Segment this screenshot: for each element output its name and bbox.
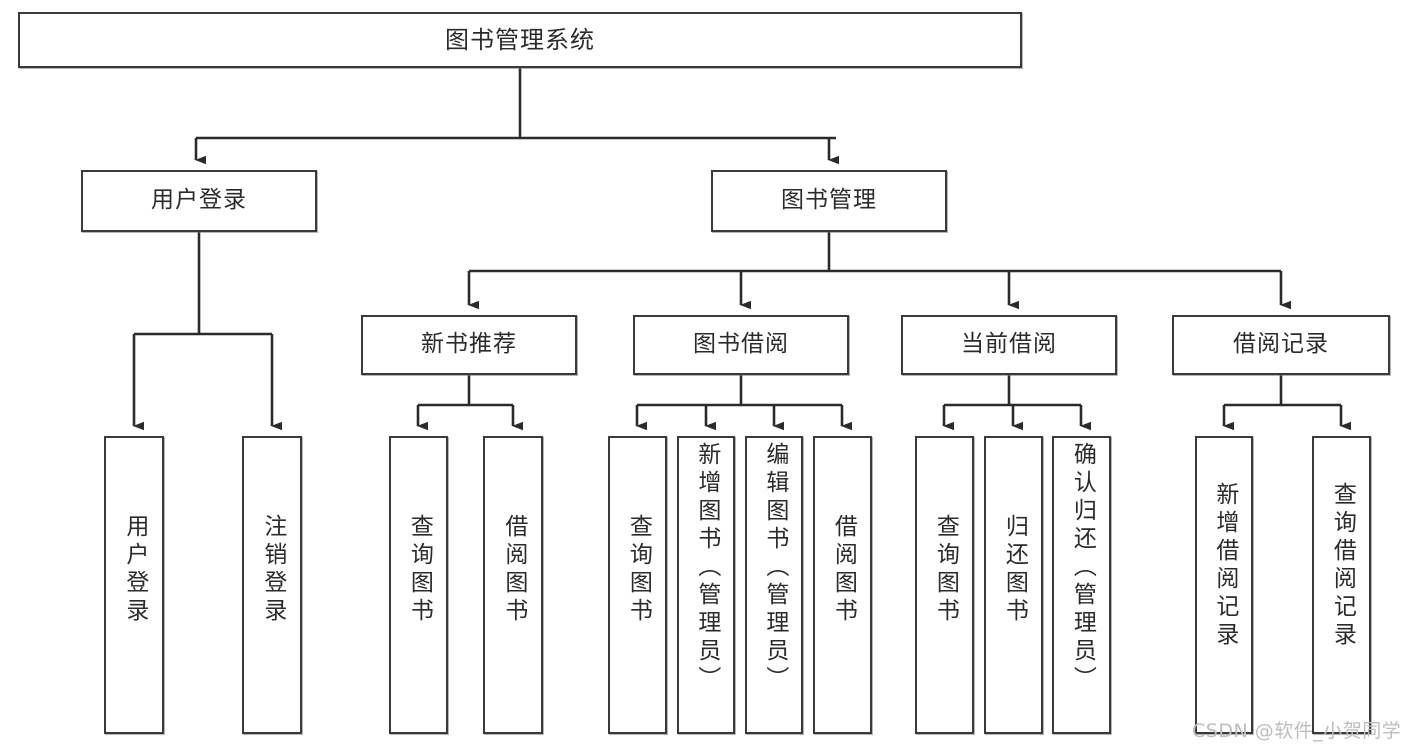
node-leaf-query-book-1-label: 查询图书 — [406, 514, 433, 626]
node-leaf-borrow-book-2-label: 借阅图书 — [830, 514, 857, 626]
node-book-manage-label: 图书管理 — [781, 187, 877, 214]
node-leaf-borrow-book-1[interactable]: 借阅图书 — [483, 436, 543, 734]
node-current-borrow-label: 当前借阅 — [961, 331, 1057, 358]
node-root[interactable]: 图书管理系统 — [18, 12, 1022, 68]
node-leaf-user-login-label: 用户登录 — [121, 514, 148, 626]
node-book-borrow-label: 图书借阅 — [693, 331, 789, 358]
node-root-label: 图书管理系统 — [445, 25, 595, 54]
node-leaf-query-book-2[interactable]: 查询图书 — [608, 436, 667, 734]
node-leaf-query-book-2-label: 查询图书 — [625, 514, 652, 626]
node-leaf-logout-label: 注销登录 — [259, 514, 286, 626]
node-leaf-add-book-label: 新增图书（管理员） — [693, 442, 720, 694]
node-leaf-borrow-book-1-label: 借阅图书 — [500, 514, 527, 626]
node-leaf-user-login[interactable]: 用户登录 — [104, 436, 164, 734]
node-leaf-confirm-return-label: 确认归还（管理员） — [1069, 442, 1096, 694]
node-leaf-add-record[interactable]: 新增借阅记录 — [1195, 436, 1253, 734]
node-new-book-recommend-label: 新书推荐 — [421, 331, 517, 358]
node-leaf-query-record-label: 查询借阅记录 — [1329, 482, 1356, 650]
node-leaf-borrow-book-2[interactable]: 借阅图书 — [813, 436, 872, 734]
node-leaf-add-record-label: 新增借阅记录 — [1211, 482, 1238, 650]
node-leaf-query-book-1[interactable]: 查询图书 — [389, 436, 448, 734]
watermark: CSDN @软件_小贺同学 — [1192, 720, 1402, 742]
node-user-login[interactable]: 用户登录 — [81, 170, 317, 232]
node-leaf-confirm-return[interactable]: 确认归还（管理员） — [1052, 436, 1111, 734]
node-book-manage[interactable]: 图书管理 — [711, 170, 947, 232]
node-leaf-query-record[interactable]: 查询借阅记录 — [1312, 436, 1371, 734]
node-new-book-recommend[interactable]: 新书推荐 — [361, 315, 577, 375]
node-leaf-edit-book-label: 编辑图书（管理员） — [761, 442, 788, 694]
node-leaf-add-book[interactable]: 新增图书（管理员） — [677, 436, 735, 734]
node-leaf-query-book-3-label: 查询图书 — [932, 514, 959, 626]
node-current-borrow[interactable]: 当前借阅 — [901, 315, 1117, 375]
node-leaf-return-book[interactable]: 归还图书 — [984, 436, 1043, 734]
node-leaf-return-book-label: 归还图书 — [1001, 514, 1028, 626]
node-leaf-edit-book[interactable]: 编辑图书（管理员） — [745, 436, 803, 734]
node-leaf-query-book-3[interactable]: 查询图书 — [915, 436, 974, 734]
node-user-login-label: 用户登录 — [151, 187, 247, 214]
node-borrow-record[interactable]: 借阅记录 — [1172, 315, 1390, 375]
node-leaf-logout[interactable]: 注销登录 — [242, 436, 302, 734]
node-borrow-record-label: 借阅记录 — [1233, 331, 1329, 358]
node-book-borrow[interactable]: 图书借阅 — [633, 315, 849, 375]
